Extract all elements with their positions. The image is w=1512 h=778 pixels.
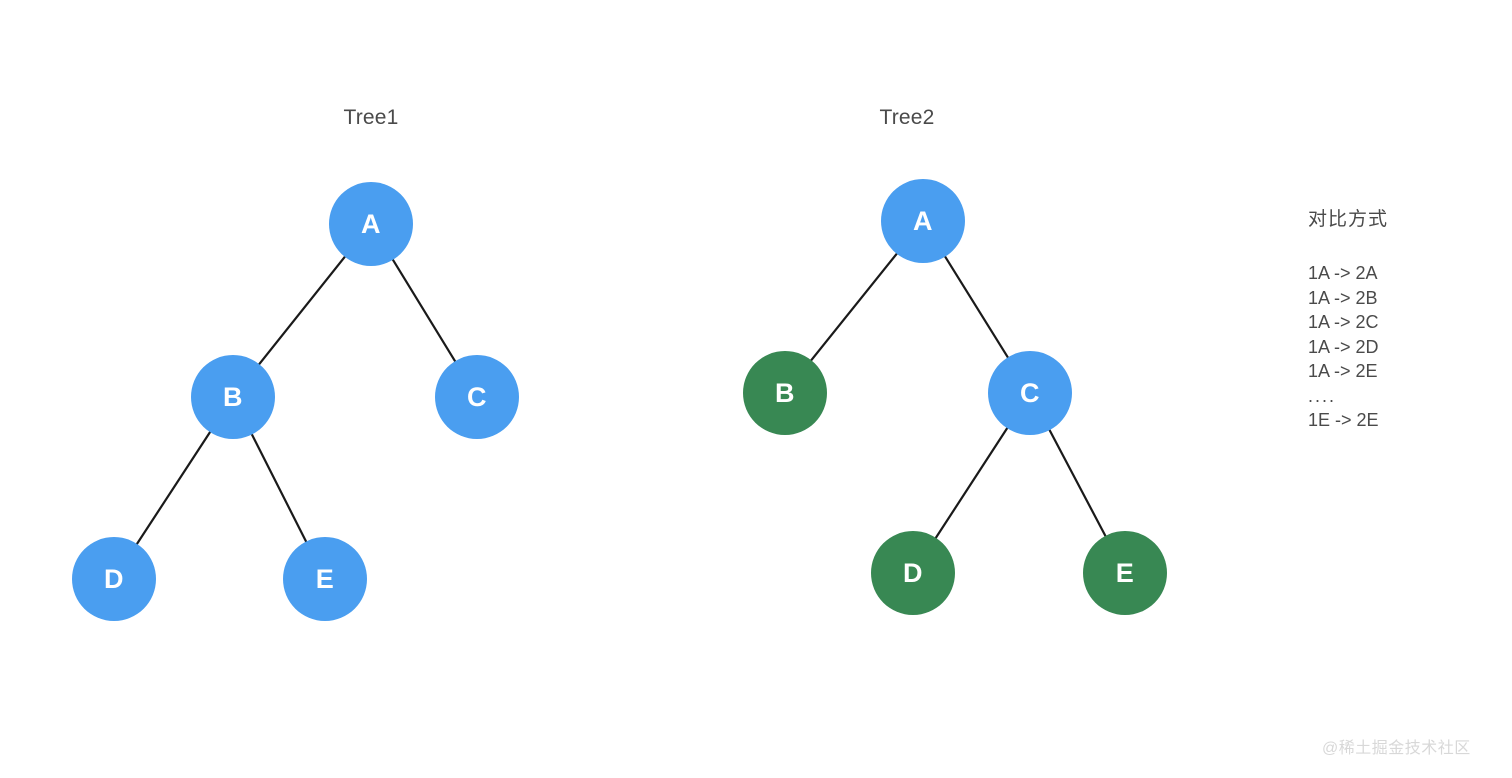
tree-title-tree1: Tree1 (343, 106, 399, 129)
tree-node-label: E (315, 563, 335, 594)
legend-line: 1A -> 2D (1308, 336, 1379, 357)
tree-node-t2-b[interactable]: B (743, 351, 827, 435)
tree-node-t2-d[interactable]: D (871, 531, 955, 615)
tree-node-t1-b[interactable]: B (191, 355, 275, 439)
tree-node-t1-d[interactable]: D (72, 537, 156, 621)
tree-node-label: D (903, 557, 923, 588)
tree-node-label: D (104, 563, 124, 594)
tree-edge (250, 433, 308, 543)
tree-node-t2-a[interactable]: A (881, 179, 965, 263)
tree-node-t1-c[interactable]: C (435, 355, 519, 439)
tree-title-tree2: Tree2 (879, 106, 935, 129)
tree-node-t1-a[interactable]: A (329, 182, 413, 266)
tree-edge (391, 258, 457, 363)
tree-node-t1-e[interactable]: E (283, 537, 367, 621)
legend-line: 1A -> 2C (1308, 312, 1379, 332)
tree-edge (258, 255, 346, 366)
watermark: @稀土掘金技术社区 (1322, 740, 1471, 757)
tree-node-label: A (361, 208, 381, 239)
tree-node-t2-e[interactable]: E (1083, 531, 1167, 615)
legend-line: 1E -> 2E (1308, 410, 1379, 430)
tree-node-label: B (223, 381, 243, 412)
tree-node-t2-c[interactable]: C (988, 351, 1072, 435)
tree-node-label: C (1020, 377, 1040, 408)
tree-edge (810, 252, 898, 362)
tree-edge (934, 427, 1009, 539)
tree-edge (1048, 429, 1107, 537)
tree-node-label: C (467, 381, 487, 412)
legend-line: 1A -> 2E (1308, 361, 1378, 381)
tree-node-label: E (1115, 557, 1135, 588)
tree-node-label: B (775, 377, 795, 408)
legend-line: 1A -> 2A (1308, 263, 1378, 283)
tree-node-label: A (913, 205, 933, 236)
tree-edge (135, 431, 212, 545)
legend-line: .... (1308, 385, 1337, 406)
legend-line-list: 1A -> 2A 1A -> 2B 1A -> 2C 1A -> 2D 1A -> 2E… (1308, 261, 1388, 433)
legend-line: 1A -> 2B (1308, 287, 1378, 308)
tree-edge (944, 255, 1009, 359)
legend-heading: 对比方式 (1308, 209, 1389, 230)
